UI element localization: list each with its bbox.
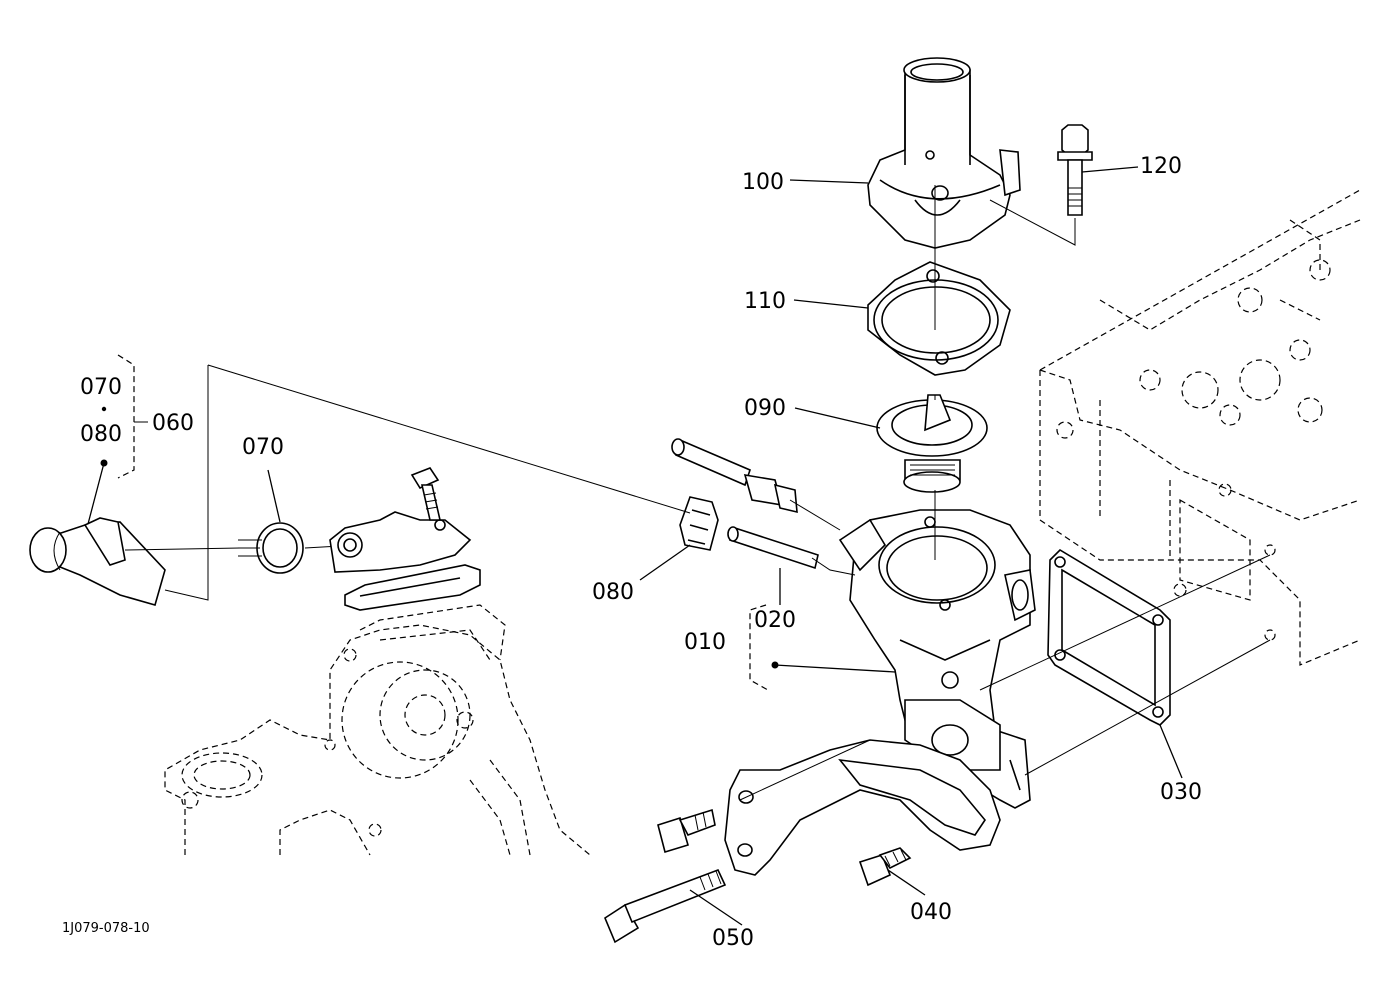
water-pump-housing-outline <box>164 604 591 856</box>
bolt-050 <box>604 868 727 944</box>
cylinder-head-outline <box>1039 189 1361 666</box>
label-070: 070 <box>242 435 284 460</box>
pipe-020 <box>727 526 856 576</box>
thermostat-cover <box>867 57 1021 249</box>
hose-060 <box>29 517 241 606</box>
leader-lines <box>87 166 1271 926</box>
bolt-120 <box>989 124 1093 246</box>
label-090: 090 <box>744 396 786 421</box>
label-020: 020 <box>754 608 796 633</box>
gasket-030 <box>1047 548 1171 726</box>
bracket <box>724 739 1001 876</box>
label-080: 080 <box>592 580 634 605</box>
gasket-110 <box>867 261 1011 376</box>
bracket-group-010 <box>749 604 779 691</box>
label-030: 030 <box>1160 780 1202 805</box>
bolt-flange <box>657 808 716 854</box>
clamp-080 <box>679 496 719 551</box>
diagram-reference-code: 1J079-078-10 <box>62 921 150 936</box>
bolt-040 <box>858 847 912 887</box>
label-080-group: 080 <box>80 422 122 447</box>
label-070-group: 070 <box>80 375 122 400</box>
label-100: 100 <box>742 170 784 195</box>
water-flange-pipe <box>329 467 472 573</box>
thermostat-090 <box>876 394 988 493</box>
fitting-pipe <box>671 438 841 531</box>
label-010: 010 <box>684 630 726 655</box>
bracket-group-060 <box>100 354 148 479</box>
label-040: 040 <box>910 900 952 925</box>
hose-clamp-070 <box>238 522 341 574</box>
label-110: 110 <box>744 289 786 314</box>
label-060: 060 <box>152 411 194 436</box>
label-050: 050 <box>712 926 754 951</box>
gasket-flange <box>344 564 481 611</box>
label-120: 120 <box>1140 154 1182 179</box>
